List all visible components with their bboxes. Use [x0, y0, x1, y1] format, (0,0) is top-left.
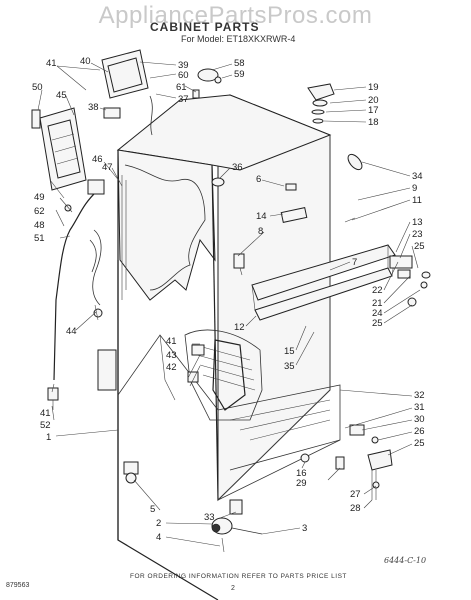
control-housing: [31, 49, 222, 191]
callout-36: 36: [232, 162, 243, 173]
lower-left-parts: [47, 349, 117, 410]
callout-41: 41: [166, 336, 177, 347]
callout-18: 18: [368, 117, 379, 128]
callout-61: 61: [176, 82, 187, 93]
model-label: For Model: ET18XKXRWR-4: [181, 34, 296, 44]
callout-19: 19: [368, 82, 379, 93]
callouts: 41 40 39 60 58 59 37 61 50 45 38 19 20 1…: [32, 56, 425, 543]
bumper: [211, 177, 225, 187]
callout-14: 14: [256, 211, 267, 222]
lower-hinge-parts: [300, 424, 393, 500]
callout-59: 59: [234, 69, 245, 80]
page-number: 2: [231, 585, 235, 592]
callout-58: 58: [234, 58, 245, 69]
callout-26: 26: [414, 426, 425, 437]
callout-37: 37: [178, 94, 189, 105]
callout-1: 1: [46, 432, 51, 443]
callout-2: 2: [156, 518, 161, 529]
callout-43: 43: [166, 350, 177, 361]
callout-47: 47: [102, 162, 113, 173]
middle-left-parts: [187, 344, 205, 383]
callout-52: 52: [40, 420, 51, 431]
callout-35: 35: [284, 361, 295, 372]
center-brackets: [233, 183, 308, 276]
watermark: AppliancePartsPros.com: [98, 2, 373, 29]
callout-11: 11: [412, 195, 422, 206]
callout-33: 33: [204, 512, 215, 523]
door-stop-parts: [307, 83, 335, 124]
callout-40: 40: [80, 56, 91, 67]
callout-3: 3: [302, 523, 307, 534]
ordering-note: FOR ORDERING INFORMATION REFER TO PARTS …: [130, 573, 347, 580]
callout-38: 38: [88, 102, 99, 113]
callout-45: 45: [56, 90, 67, 101]
callout-25: 25: [414, 241, 425, 252]
callout-21: 21: [372, 298, 383, 309]
callout-39: 39: [178, 60, 189, 71]
roller-leveler: [123, 461, 263, 553]
callout-31: 31: [414, 402, 425, 413]
handwritten-note: 6444-C-10: [384, 556, 427, 565]
callout-27: 27: [350, 489, 361, 500]
hinge-right: [389, 255, 431, 307]
cabinet-body: [116, 94, 341, 600]
callout-51: 51: [34, 233, 45, 244]
callout-20: 20: [368, 95, 379, 106]
callout-41: 41: [40, 408, 51, 419]
document-number: 879563: [6, 582, 30, 589]
callout-8: 8: [258, 226, 263, 237]
callout-50: 50: [32, 82, 43, 93]
callout-25: 25: [414, 438, 425, 449]
callout-49: 49: [34, 192, 45, 203]
screw-9: [344, 217, 356, 223]
leader-lines: [37, 61, 421, 547]
callout-12: 12: [234, 322, 245, 333]
callout-5: 5: [150, 504, 155, 515]
callout-62: 62: [34, 206, 45, 217]
power-cord: [53, 179, 105, 381]
callout-22: 22: [372, 285, 383, 296]
callout-32: 32: [414, 390, 425, 401]
callout-17: 17: [368, 105, 379, 116]
callout-44: 44: [66, 326, 77, 337]
evaporator-assembly: [184, 329, 263, 421]
callout-7: 7: [352, 257, 357, 268]
callout-25: 25: [372, 318, 383, 329]
callout-15: 15: [284, 346, 295, 357]
callout-24: 24: [372, 308, 383, 319]
plug-button: [347, 153, 363, 171]
callout-46: 46: [92, 154, 103, 165]
callout-42: 42: [166, 362, 177, 373]
callout-9: 9: [412, 183, 417, 194]
callout-34: 34: [412, 171, 423, 182]
callout-16: 16: [296, 468, 307, 479]
callout-23: 23: [412, 229, 423, 240]
callout-41: 41: [46, 58, 57, 69]
diagram-title: CABINET PARTS: [150, 20, 260, 34]
callout-29: 29: [296, 478, 307, 489]
callout-13: 13: [412, 217, 423, 228]
callout-6: 6: [256, 174, 261, 185]
callout-4: 4: [156, 532, 161, 543]
callout-60: 60: [178, 70, 189, 81]
callout-28: 28: [350, 503, 361, 514]
callout-48: 48: [34, 220, 45, 231]
center-rail: [251, 244, 396, 321]
callout-30: 30: [414, 414, 425, 425]
